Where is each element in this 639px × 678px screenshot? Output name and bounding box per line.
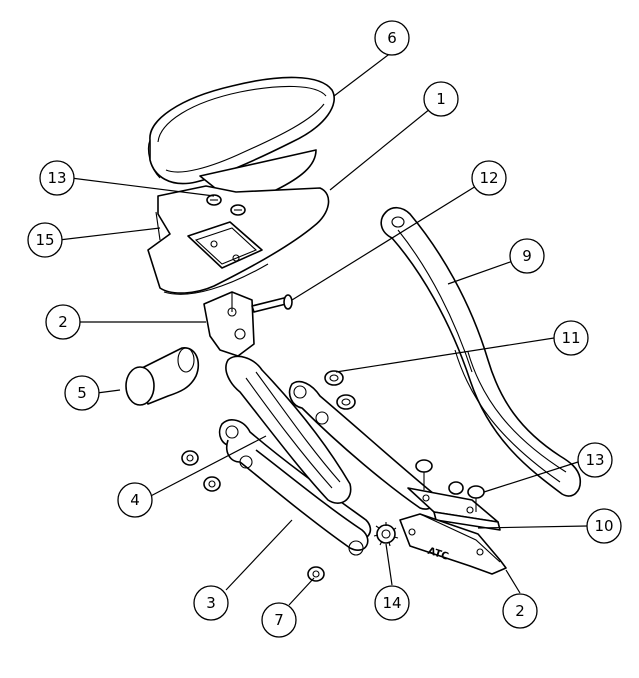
balloon-15: 15: [27, 222, 63, 258]
balloon-9: 9: [509, 238, 545, 274]
part-13-screws-top: [206, 194, 246, 216]
balloon-4: 4: [117, 482, 153, 518]
balloon-12: 12: [471, 160, 507, 196]
svg-text:6: 6: [387, 29, 397, 47]
part-2-lower-bracket: ATC: [399, 513, 507, 575]
svg-text:2: 2: [58, 313, 68, 331]
balloon-7: 7: [261, 602, 297, 638]
part-2-slotted-arm: [225, 355, 352, 504]
part-9-curved-strut: [380, 206, 582, 497]
balloon-1: 1: [423, 81, 459, 117]
balloon-6: 6: [374, 20, 410, 56]
balloon-3: 3: [193, 585, 229, 621]
svg-text:13: 13: [47, 169, 66, 187]
svg-text:14: 14: [382, 594, 401, 612]
part-11-bushings: [324, 370, 356, 410]
part-14-star-washer: [373, 522, 399, 547]
svg-text:7: 7: [274, 611, 284, 629]
svg-text:4: 4: [130, 491, 140, 509]
part-balloons: 6 1 13 12 15 9 2 11: [27, 20, 622, 638]
balloon-11: 11: [553, 320, 589, 356]
balloon-13-top: 13: [39, 160, 75, 196]
part-13-screws-bottom: [415, 459, 485, 512]
svg-text:15: 15: [35, 231, 54, 249]
part-15-plate: [187, 221, 263, 269]
svg-text:5: 5: [77, 384, 87, 402]
balloon-5: 5: [64, 375, 100, 411]
balloon-13-bottom: 13: [577, 442, 613, 478]
part-5-cylinder: [125, 347, 200, 406]
balloon-2-lower: 2: [502, 593, 538, 629]
leader-lines: [58, 51, 588, 606]
part-7-bushings: [181, 450, 325, 582]
part-10-block: [407, 487, 501, 531]
balloon-14: 14: [374, 585, 410, 621]
part-6-cushion-pad: [147, 76, 335, 185]
svg-text:11: 11: [561, 329, 580, 347]
svg-text:12: 12: [479, 169, 498, 187]
part-2-upper-bracket: [203, 291, 255, 357]
balloon-10: 10: [586, 508, 622, 544]
svg-text:9: 9: [522, 247, 532, 265]
part-3-lower-link: [218, 419, 372, 556]
svg-text:3: 3: [206, 594, 216, 612]
part-12-pin: [251, 294, 293, 313]
svg-text:10: 10: [594, 517, 613, 535]
svg-text:2: 2: [515, 602, 525, 620]
svg-text:1: 1: [436, 90, 446, 108]
svg-text:13: 13: [585, 451, 604, 469]
balloon-2-upper: 2: [45, 304, 81, 340]
